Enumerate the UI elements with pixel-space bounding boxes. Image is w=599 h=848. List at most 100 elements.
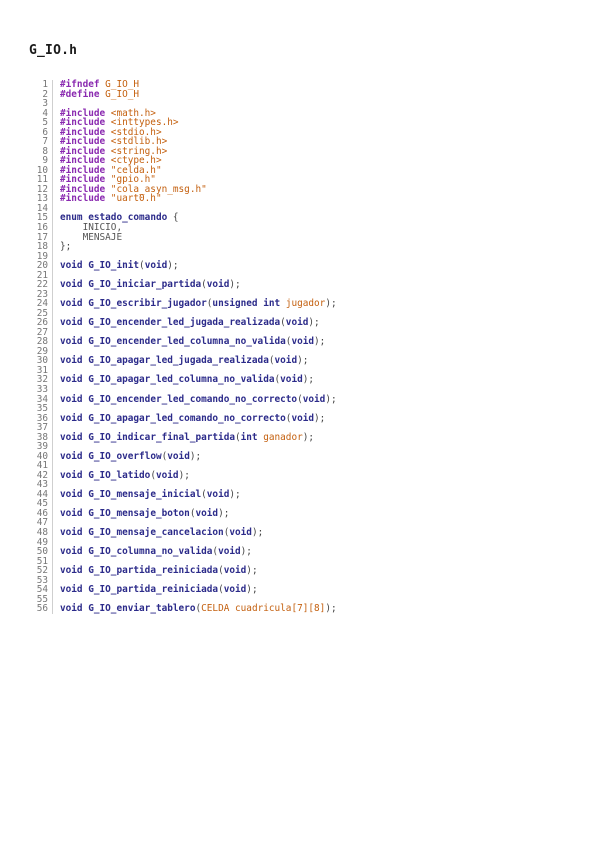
line-number: 27 [30, 328, 53, 338]
line-text: enum estado_comando { [60, 213, 179, 223]
code-token: G_IO_encender_led_comando_no_correcto [88, 393, 298, 405]
code-token: #include [60, 183, 106, 195]
line-text: }; [60, 242, 71, 252]
line-number: 14 [30, 204, 53, 214]
code-token: void [291, 336, 315, 348]
code-token: void [60, 431, 83, 443]
code-line: 43 [30, 480, 337, 490]
code-token: ); [251, 526, 264, 538]
code-token: G_IO_mensaje_boton [88, 507, 190, 519]
line-text: void G_IO_mensaje_inicial(void); [60, 490, 241, 500]
code-token: ( [189, 507, 196, 519]
code-token: void [60, 298, 83, 310]
code-token: "uart0.h" [105, 193, 162, 205]
code-token: #include [60, 174, 106, 186]
code-token: G_IO_overflow [88, 450, 162, 462]
code-token: void [155, 469, 179, 481]
code-line: 22 void G_IO_iniciar_partida(void); [30, 280, 337, 290]
line-text: #include <inttypes.h> [60, 118, 179, 128]
code-token: void [60, 412, 83, 424]
code-token: estado_comando [88, 212, 168, 224]
line-text: void G_IO_overflow(void); [60, 450, 201, 462]
code-token: CELDA cuadricula[7][8] [201, 603, 326, 615]
code-token: G_IO_enviar_tablero [88, 603, 196, 615]
code-line: 16 INICIO, [30, 223, 337, 233]
code-token: G_IO_apagar_led_jugada_realizada [88, 355, 269, 367]
code-line: 32 void G_IO_apagar_led_columna_no_valida… [30, 375, 337, 385]
line-number: 12 [30, 185, 53, 195]
code-token: void [60, 526, 83, 538]
line-text: void G_IO_apagar_led_comando_no_correcto… [60, 412, 326, 424]
code-token: ); [167, 260, 179, 272]
code-line: 27 [30, 328, 337, 338]
code-token: ); [314, 412, 326, 424]
line-number: 28 [30, 337, 53, 347]
code-token: void [60, 393, 83, 405]
line-text: #ifndef G_IO_H [60, 80, 139, 90]
code-token: ( [285, 336, 292, 348]
code-token: void [302, 393, 326, 405]
code-token: void [218, 546, 241, 558]
code-token: "gpio.h" [105, 174, 156, 186]
code-token: #include [60, 193, 106, 205]
code-token: ); [229, 488, 241, 500]
line-text: void G_IO_iniciar_partida(void); [60, 280, 241, 290]
code-token: #include [60, 126, 106, 138]
code-token: unsigned int [212, 298, 281, 310]
code-token: void [60, 565, 83, 577]
code-token: ); [246, 565, 258, 577]
code-token: ( [212, 546, 219, 558]
line-number: 49 [30, 537, 53, 548]
line-number: 41 [30, 461, 53, 471]
code-line: 25 [30, 309, 337, 319]
code-line: 40 void G_IO_overflow(void); [30, 450, 337, 462]
line-number: 21 [30, 271, 53, 281]
code-line: 2#define G_IO_H [30, 88, 337, 100]
line-text: void G_IO_apagar_led_jugada_realizada(vo… [60, 356, 308, 366]
line-number: 38 [30, 433, 53, 443]
line-number: 10 [30, 166, 53, 176]
line-number: 22 [30, 280, 53, 290]
code-token: ( [206, 298, 213, 310]
code-token: void [291, 412, 315, 424]
code-token: void [206, 488, 230, 500]
code-token: #include [60, 155, 106, 167]
line-text: INICIO, [60, 223, 123, 233]
code-token: void [60, 450, 83, 462]
line-text: void G_IO_columna_no_valida(void); [60, 547, 252, 557]
code-token: void [206, 279, 230, 291]
code-token: #define [60, 88, 100, 100]
line-number: 40 [30, 452, 53, 462]
code-token: ( [223, 526, 230, 538]
code-token: G_IO_apagar_led_columna_no_valida [88, 374, 275, 386]
line-number: 29 [30, 347, 53, 357]
code-token: void [274, 355, 298, 367]
line-number: 44 [30, 490, 53, 500]
code-line: 1#ifndef G_IO_H [30, 80, 337, 90]
code-line: 41 [30, 461, 337, 471]
code-token: void [60, 317, 83, 329]
code-token: <math.h> [105, 107, 156, 119]
line-number: 4 [30, 109, 53, 119]
code-token: ( [150, 469, 156, 481]
code-line: 17 MENSAJE [30, 232, 337, 243]
line-number: 32 [30, 375, 53, 385]
code-token: ); [314, 336, 326, 348]
code-token: void [229, 526, 252, 538]
code-line: 53 [30, 576, 337, 586]
code-token: ( [234, 431, 241, 443]
code-token: ( [201, 488, 207, 500]
code-line: 18}; [30, 242, 337, 252]
code-token: ( [285, 412, 292, 424]
code-token: void [60, 469, 83, 481]
code-line: 29 [30, 347, 337, 357]
code-token: #include [60, 145, 106, 157]
code-token: void [280, 374, 303, 386]
